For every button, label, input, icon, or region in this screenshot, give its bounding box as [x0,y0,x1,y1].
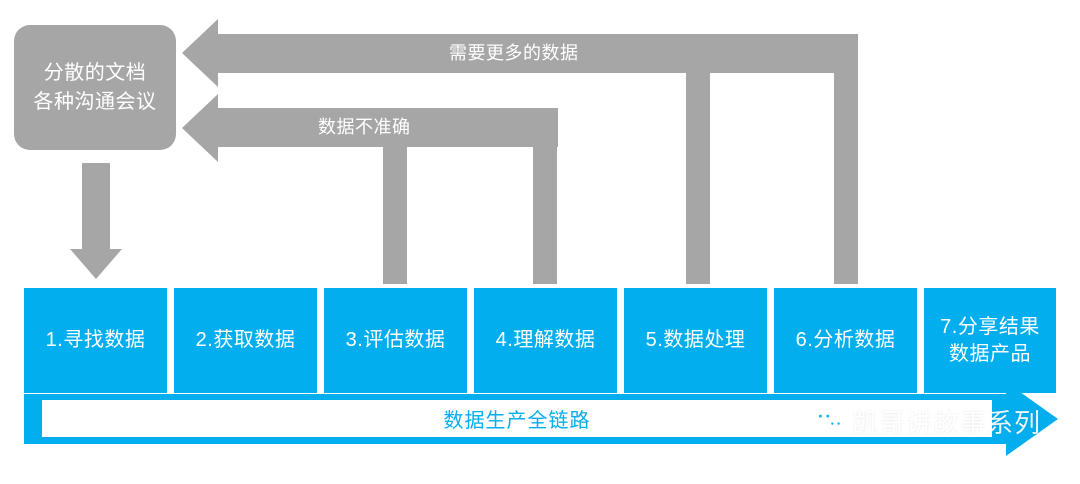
source-to-stage1-arrowhead [70,249,122,279]
stage-label-7-line1: 7.分享结果 [940,315,1040,338]
feedback-riser-stage7 [834,34,858,284]
source-box: 分散的文档 各种沟通会议 [14,25,176,150]
stage-box-1[interactable]: 1.寻找数据 [24,288,167,393]
pipeline-label: 数据生产全链路 [443,410,591,432]
source-box-line1: 分散的文档 [43,61,147,84]
stage-box-4[interactable]: 4.理解数据 [474,288,617,393]
feedback-label-2: 数据不准确 [318,117,411,137]
stage-label-1: 1.寻找数据 [45,329,146,351]
stage-box-2[interactable]: 2.获取数据 [174,288,317,393]
feedback-label-1: 需要更多的数据 [449,43,579,63]
stage-label-7-line2: 数据产品 [949,342,1031,365]
stage-box-6[interactable]: 6.分析数据 [774,288,917,393]
stage-label-4: 4.理解数据 [495,329,596,351]
stage-box-5[interactable]: 5.数据处理 [624,288,767,393]
feedback-arrowhead-2 [182,94,218,162]
source-to-stage1-shaft [82,163,110,249]
stage-box-3[interactable]: 3.评估数据 [324,288,467,393]
stage-label-3: 3.评估数据 [345,329,446,351]
feedback-bar-1-horizontal [218,34,858,73]
feedback-riser-stage6 [686,64,710,284]
stage-label-6: 6.分析数据 [795,329,896,351]
stage-label-2: 2.获取数据 [195,329,296,351]
stage-box-7[interactable]: 7.分享结果 数据产品 [924,288,1056,393]
stage-label-5: 5.数据处理 [645,329,746,351]
feedback-riser-stage4 [533,108,557,284]
pipeline-arrowhead-icon [1006,382,1058,456]
source-box-line2: 各种沟通会议 [33,90,157,113]
pipeline-label-bar: 数据生产全链路 [42,400,992,437]
feedback-arrowhead-1 [182,19,218,87]
feedback-riser-stage3 [383,138,407,284]
